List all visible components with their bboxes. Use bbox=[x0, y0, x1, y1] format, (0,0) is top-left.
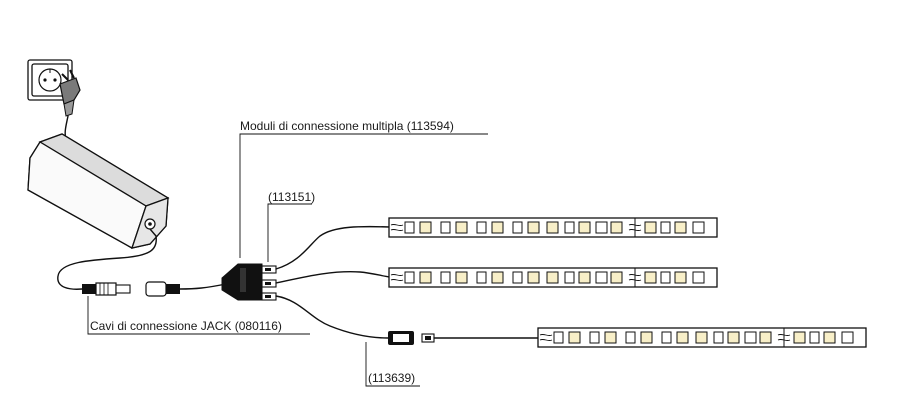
label-jack-cable: Cavi di connessione JACK (080116) bbox=[90, 319, 282, 333]
splitter-outputs bbox=[261, 265, 277, 301]
label-connector-b: (113639) bbox=[368, 371, 415, 385]
callout-connector-a: (113151) bbox=[267, 190, 315, 262]
callout-jack-cable: Cavi di connessione JACK (080116) bbox=[87, 296, 310, 335]
callout-multi-module: Moduli di connessione multipla (113594) bbox=[239, 119, 488, 258]
inline-connector-icon bbox=[388, 331, 541, 345]
jack-plug-icon bbox=[82, 282, 131, 296]
splitter-icon bbox=[221, 263, 263, 301]
cable-strip-3 bbox=[275, 295, 389, 339]
adapter-cable bbox=[57, 235, 157, 290]
led-strip-icon bbox=[388, 267, 718, 288]
label-connector-a: (113151) bbox=[268, 190, 315, 204]
led-strip-icon bbox=[388, 217, 718, 238]
led-strip-icon bbox=[537, 327, 867, 348]
label-multi-module: Moduli di connessione multipla (113594) bbox=[240, 119, 454, 133]
callout-connector-b: (113639) bbox=[365, 342, 420, 387]
power-adapter-icon bbox=[27, 133, 170, 249]
cable-strip-1 bbox=[275, 225, 391, 270]
jack-socket-icon bbox=[145, 281, 227, 297]
cable-strip-2 bbox=[275, 270, 391, 284]
